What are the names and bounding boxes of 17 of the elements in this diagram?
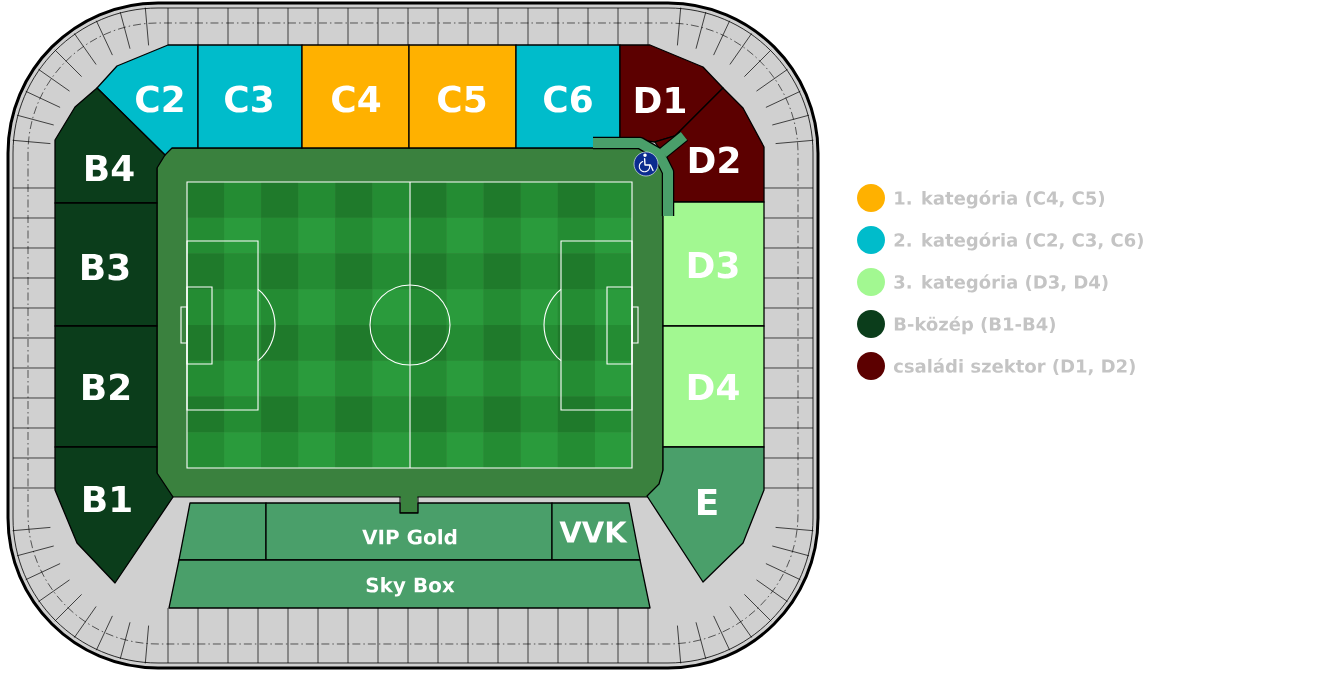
seating-section: VVK — [551, 502, 641, 561]
seating-section: B1 — [54, 446, 174, 584]
seating-section: D4 — [662, 325, 765, 448]
legend-label: családi szektor (D1, D2) — [893, 358, 1135, 376]
seating-section: C5 — [408, 44, 517, 149]
seating-section: B2 — [54, 325, 158, 448]
seating-section: E — [646, 446, 765, 583]
seating-section — [178, 502, 267, 561]
seating-section: D3 — [662, 201, 765, 327]
seating-section: C4 — [301, 44, 410, 149]
seating-section: C6 — [515, 44, 621, 149]
seating-section: C3 — [197, 44, 303, 149]
legend-label: B-közép (B1-B4) — [894, 316, 1055, 335]
legend-label: 1. kategória (C4, C5) — [895, 190, 1105, 209]
seating-section: B3 — [54, 202, 158, 327]
legend-label: 3. kategória (D3, D4) — [894, 274, 1108, 293]
legend-label: 2. kategória (C2, C3, C6) — [894, 232, 1143, 251]
